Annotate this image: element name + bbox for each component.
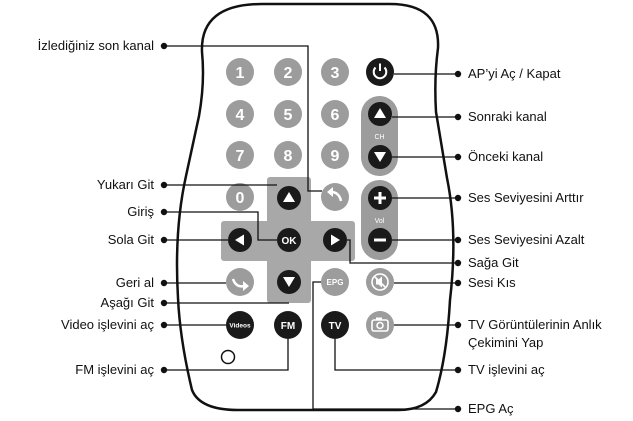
svg-text:5: 5 [284,107,293,124]
ch-down-button[interactable] [368,145,392,169]
camera-icon [371,317,389,332]
svg-text:1: 1 [236,65,245,82]
svg-text:7: 7 [236,148,245,165]
svg-text:8: 8 [284,148,293,165]
epg-button[interactable]: EPG [321,268,349,296]
tv-button[interactable]: TV [321,311,349,339]
vol-down-button[interactable] [368,228,392,252]
fm-button[interactable]: FM [274,311,302,339]
undo-button[interactable] [226,268,254,296]
svg-text:0: 0 [236,190,245,207]
label-video: Video işlevini aç [61,317,154,332]
down-arrow-icon [374,152,386,162]
label-next-channel: Sonraki kanal [468,109,547,124]
label-right: Sağa Git [468,255,519,270]
nav-right-button[interactable] [323,228,347,252]
minus-icon [374,238,386,242]
label-left: Sola Git [107,232,154,247]
digit-2-button[interactable]: 2 [274,58,302,86]
svg-text:3: 3 [331,65,340,82]
label-epg: EPG Aç [468,401,514,416]
vol-up-button[interactable] [368,186,392,210]
return-icon [327,187,343,202]
digit-8-button[interactable]: 8 [274,141,302,169]
ok-button[interactable]: OK [277,228,301,252]
ch-up-button[interactable] [368,102,392,126]
label-last-channel: İzlediğiniz son kanal [37,38,154,53]
up-arrow-icon [374,108,386,118]
svg-text:Videos: Videos [229,323,251,330]
mute-icon [371,273,389,291]
vol-label: Vol [375,218,385,225]
svg-text:4: 4 [236,107,245,124]
callout-dots [160,42,462,413]
remote-body [175,2,455,412]
label-vol-down: Ses Seviyesini Azalt [468,232,585,247]
label-prev-channel: Önceki kanal [468,149,544,164]
indicator-circle [220,349,236,365]
label-vol-up: Ses Seviyesini Arttır [468,190,584,205]
left-arrow-icon [235,234,244,246]
digit-6-button[interactable]: 6 [321,100,349,128]
power-button[interactable] [366,58,394,86]
label-mute: Sesi Kıs [468,275,516,290]
label-undo: Geri al [115,275,154,290]
right-arrow-icon [331,234,340,246]
svg-text:EPG: EPG [327,278,344,287]
label-fm: FM işlevini aç [75,362,154,377]
undo-icon [231,278,249,291]
label-enter: Giriş [127,204,154,219]
svg-text:OK: OK [282,236,298,247]
last-channel-button[interactable] [321,183,349,211]
digit-3-button[interactable]: 3 [321,58,349,86]
down-arrow-icon [283,277,295,287]
label-tv: TV işlevini aç [468,362,545,377]
label-snapshot-line1: TV Görüntülerinin Anlık [468,317,602,332]
digit-9-button[interactable]: 9 [321,141,349,169]
label-snapshot-line2: Çekimini Yap [468,335,544,350]
videos-button[interactable]: Videos [226,311,254,339]
ch-label: CH [374,134,384,141]
digit-7-button[interactable]: 7 [226,141,254,169]
callout-lines [164,45,458,410]
plus-icon [374,192,386,204]
snapshot-button[interactable] [366,311,394,339]
digit-4-button[interactable]: 4 [226,100,254,128]
svg-text:9: 9 [331,148,340,165]
svg-text:6: 6 [331,107,340,124]
digit-0-button[interactable]: 0 [226,183,254,211]
up-arrow-icon [283,192,295,202]
nav-up-button[interactable] [277,186,301,210]
digit-5-button[interactable]: 5 [274,100,302,128]
label-up: Yukarı Git [96,177,154,192]
svg-text:TV: TV [329,321,342,332]
svg-text:2: 2 [284,65,293,82]
digit-1-button[interactable]: 1 [226,58,254,86]
power-icon [372,63,388,80]
nav-left-button[interactable] [228,228,252,252]
mute-button[interactable] [366,268,394,296]
label-down: Aşağı Git [100,295,154,310]
label-power: AP’yi Aç / Kapat [468,66,561,81]
nav-down-button[interactable] [277,270,301,294]
svg-text:FM: FM [281,321,295,332]
